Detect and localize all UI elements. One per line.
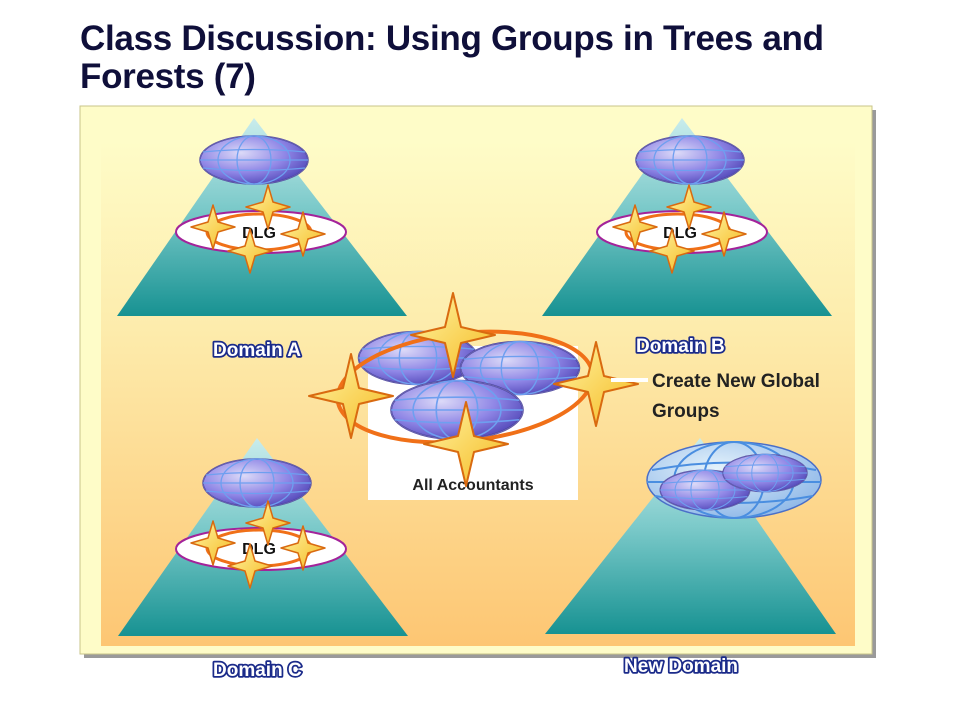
callout: Create New Global Groups — [611, 371, 820, 422]
new-domain: New Domain — [545, 438, 836, 679]
domain-b-label: Domain B — [636, 336, 725, 357]
title-line-2: Forests (7) — [80, 57, 256, 96]
globe-icon — [722, 453, 808, 493]
globe-icon — [202, 458, 312, 508]
slide-title: Class Discussion: Using Groups in Trees … — [80, 20, 900, 96]
all-accountants-label: All Accountants — [412, 477, 533, 494]
globe-icon — [390, 379, 524, 441]
domain-b: DLG Domain B — [542, 118, 832, 359]
domain-a: DLG Domain A — [117, 118, 407, 363]
new-domain-label: New Domain — [624, 656, 738, 677]
domain-c-label: Domain C — [213, 660, 302, 681]
globe-icon — [199, 135, 309, 185]
new-domain-triangle — [545, 438, 836, 634]
globe-icon — [635, 135, 745, 185]
title-line-1: Class Discussion: Using Groups in Trees … — [80, 19, 824, 58]
domain-c: DLG Domain C — [118, 438, 408, 683]
callout-line-2: Groups — [652, 401, 720, 422]
all-accountants-group: All Accountants — [308, 292, 639, 500]
domain-a-label: Domain A — [213, 340, 301, 361]
callout-line-1: Create New Global — [652, 371, 820, 392]
